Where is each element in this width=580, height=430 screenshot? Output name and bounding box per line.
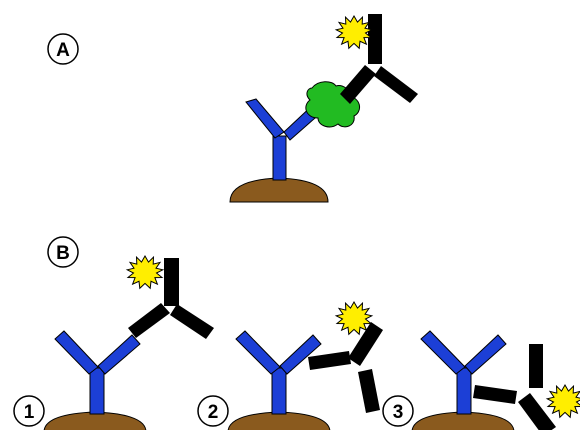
surface-a bbox=[229, 177, 329, 203]
scenario-2: 2 bbox=[197, 300, 383, 430]
star-burst-icon bbox=[545, 383, 580, 419]
detection-antibody-a bbox=[340, 14, 418, 104]
capture-antibody-3 bbox=[420, 330, 507, 415]
capture-antibody-1 bbox=[54, 330, 141, 415]
panel-b-label: B bbox=[56, 243, 70, 264]
surface-3 bbox=[411, 411, 515, 430]
scenario-2-number-circle bbox=[197, 395, 229, 427]
scenario-1-number-circle bbox=[13, 395, 45, 427]
detection-antibody-1 bbox=[128, 258, 214, 339]
star-burst-icon bbox=[125, 254, 165, 290]
surface-2 bbox=[227, 411, 331, 430]
panel-b-label-circle bbox=[47, 236, 79, 268]
scenario-3: 3 bbox=[382, 330, 580, 430]
panel-a: A bbox=[47, 14, 418, 203]
star-burst-icon bbox=[334, 300, 374, 336]
detection-antibody-2 bbox=[308, 322, 383, 413]
scenario-3-number-circle bbox=[382, 395, 414, 427]
capture-antibody-2 bbox=[235, 330, 322, 415]
panel-a-label: A bbox=[56, 40, 70, 61]
scenario-3-number: 3 bbox=[393, 402, 404, 423]
scenario-1-number: 1 bbox=[24, 402, 35, 423]
panel-a-label-circle bbox=[47, 33, 79, 65]
panel-b: B 1 bbox=[13, 236, 580, 430]
scenario-2-number: 2 bbox=[208, 402, 219, 423]
scenario-1: 1 bbox=[13, 254, 214, 430]
star-burst-icon bbox=[334, 14, 374, 50]
detection-antibody-3 bbox=[473, 344, 556, 430]
surface-1 bbox=[43, 411, 147, 430]
